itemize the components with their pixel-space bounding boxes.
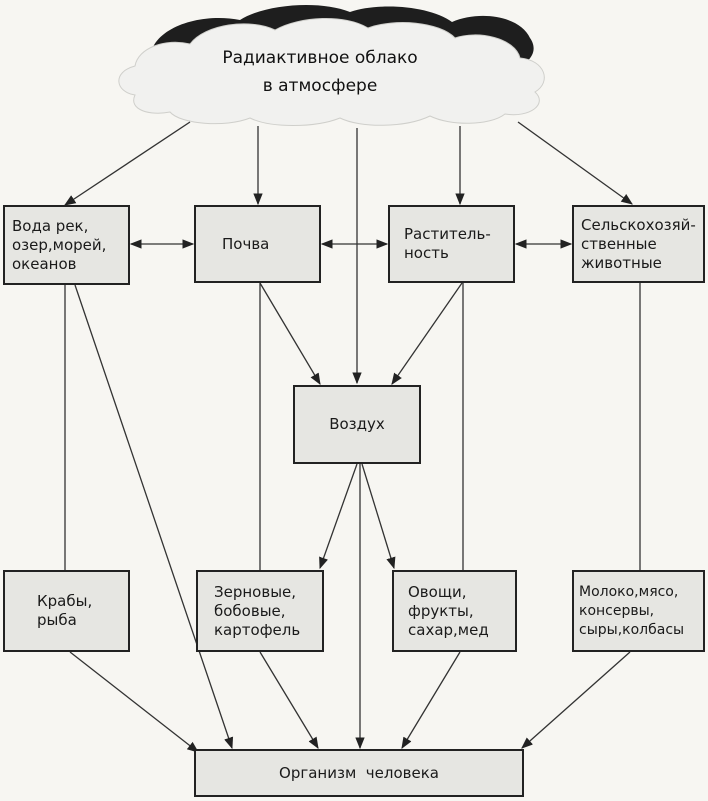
edge-plants-air — [391, 282, 463, 385]
edge-cloud-livestock — [517, 121, 633, 205]
edge-water-human — [74, 284, 234, 750]
node-air: Воздух — [293, 385, 421, 464]
node-vegetables: Овощи, фрукты, сахар,мед — [392, 570, 517, 652]
edge-soil-air — [259, 282, 321, 386]
node-dairy: Молоко,мясо, консервы, сыры,колбасы — [572, 570, 705, 652]
node-human: Организм человека — [194, 749, 524, 797]
node-soil: Почва — [194, 205, 321, 283]
edge-air-vegetables — [361, 463, 396, 570]
edge-air-grains — [319, 463, 358, 570]
edge-grains-human — [259, 651, 319, 750]
edge-crabs-human — [69, 651, 199, 753]
node-grains: Зерновые, бобовые, картофель — [196, 570, 324, 652]
cloud-label: Радиактивное облако в атмосфере — [222, 48, 418, 96]
edge-vegetables-human — [401, 651, 461, 750]
node-livestock: Сельскохозяй- ственные животные — [572, 205, 705, 283]
edge-cloud-water — [64, 121, 191, 206]
radioactive-cloud — [118, 5, 545, 126]
node-plants: Раститель- ность — [388, 205, 515, 283]
node-crabs: Крабы, рыба — [3, 570, 130, 652]
node-water: Вода рек, озер,морей, океанов — [3, 205, 130, 285]
edge-dairy-human — [521, 651, 631, 749]
cloud-body — [118, 17, 545, 126]
